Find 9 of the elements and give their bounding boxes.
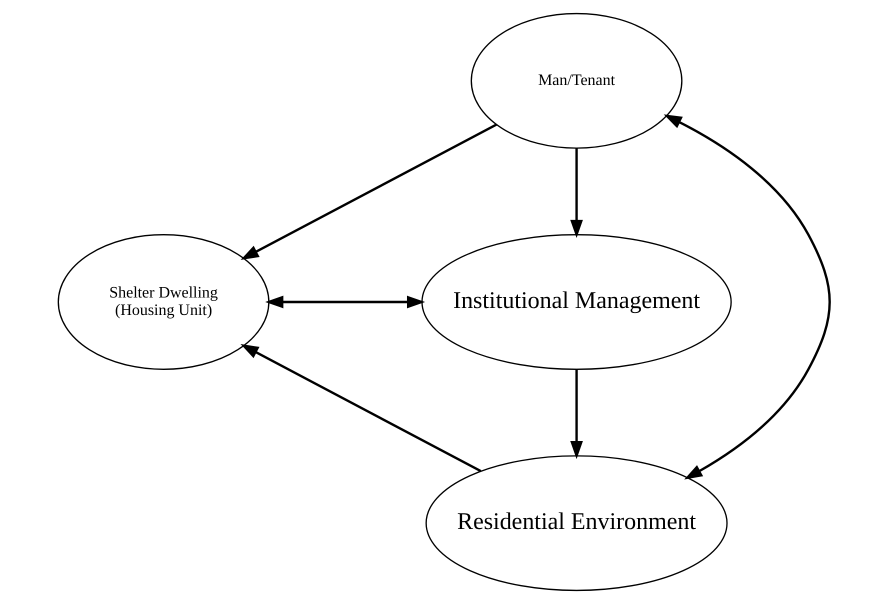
node-ellipse: Residential Environment <box>425 455 728 592</box>
arrow <box>664 114 831 480</box>
arrow <box>240 124 498 260</box>
arrow <box>265 296 426 308</box>
arrow <box>570 148 583 238</box>
arrow <box>570 369 583 460</box>
arrow <box>240 344 482 472</box>
node-ellipse: Shelter Dwelling (Housing Unit) <box>58 234 270 370</box>
node-ellipse: Institutional Management <box>421 234 732 370</box>
